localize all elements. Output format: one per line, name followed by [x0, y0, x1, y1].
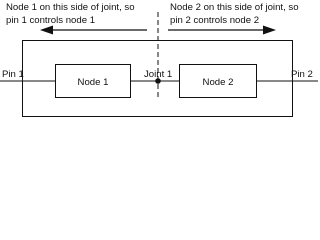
right-annotation-line1: Node 2 on this side of joint, so — [170, 2, 299, 13]
joint-diagram: Node 1 on this side of joint, so pin 1 c… — [0, 2, 318, 117]
left-arrowhead — [40, 25, 53, 35]
node2-box — [179, 64, 257, 98]
joint-label: Joint 1 — [144, 69, 172, 80]
right-annotation-line2: pin 2 controls node 2 — [170, 15, 259, 26]
joint-dot — [155, 78, 161, 84]
left-annotation-line1: Node 1 on this side of joint, so — [6, 2, 135, 13]
node1-label: Node 1 — [78, 77, 109, 88]
pin2-label: Pin 2 — [291, 69, 313, 80]
right-arrowhead — [263, 25, 276, 35]
node2-label: Node 2 — [203, 77, 234, 88]
left-annotation-line2: pin 1 controls node 1 — [6, 15, 95, 26]
pin1-label: Pin 1 — [2, 69, 24, 80]
node1-box — [55, 64, 131, 98]
